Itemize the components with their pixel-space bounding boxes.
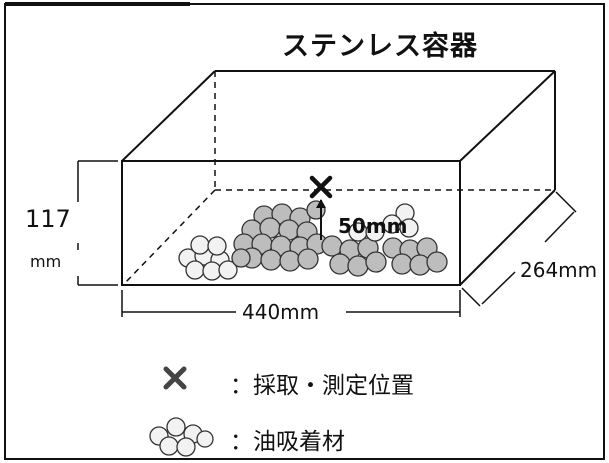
box-visible-edges (121, 70, 556, 286)
depth-dimension (461, 191, 577, 307)
legend-absorbent-balls-icon (149, 417, 214, 457)
legend-x-mark-icon (163, 366, 187, 390)
height-dimension (77, 160, 118, 286)
width-dimension (121, 290, 461, 317)
depth-label: 264mm (520, 258, 598, 282)
border-frame (4, 3, 605, 460)
box-hidden-edges (122, 71, 555, 286)
diagram-title: ステンレス容器 (282, 31, 478, 62)
distance-label: 50mm (338, 214, 408, 238)
height-unit: mm (30, 252, 62, 271)
sampling-point-x-icon (309, 175, 333, 199)
absorbent-balls (178, 200, 448, 281)
width-label: 440mm (238, 300, 324, 324)
distance-arrow (316, 199, 326, 240)
legend-absorbent-label: ：油吸着材 (230, 429, 345, 455)
legend-sampling-label: ：採取・測定位置 (230, 373, 414, 399)
height-value: 117 (25, 205, 71, 233)
